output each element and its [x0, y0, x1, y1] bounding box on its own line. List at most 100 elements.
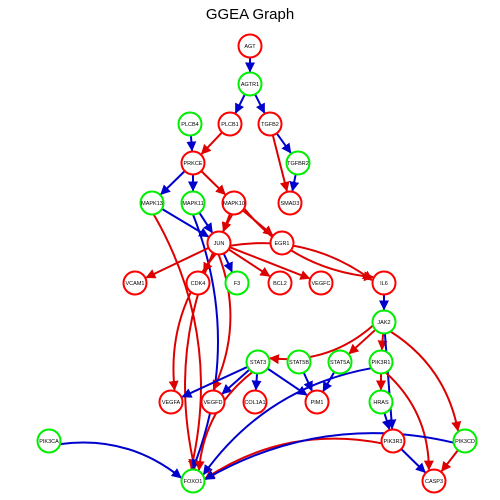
node-agt: AGT [237, 33, 263, 59]
node-f3-label: F3 [234, 281, 240, 287]
node-pik3r1: PIK3R1 [368, 349, 394, 375]
node-il6-label: IL6 [380, 281, 388, 287]
node-hras-circle [368, 389, 394, 415]
node-tgfbr2-label: TGFBR2 [287, 161, 309, 167]
node-plcb4: PLCB4 [177, 111, 203, 137]
node-smad3: SMAD3 [277, 190, 303, 216]
node-hras: HRAS [368, 389, 394, 415]
edge-tgfb2-to-tgfbr2 [275, 132, 292, 154]
node-f3: F3 [224, 270, 250, 296]
node-cdk4-circle [185, 270, 211, 296]
node-prkce: PRKCE [180, 150, 206, 176]
node-egr1-circle [269, 230, 295, 256]
node-casp3-label: CASP3 [425, 479, 443, 485]
node-pik3r1-label: PIK3R1 [372, 360, 391, 366]
node-smad3-circle [277, 190, 303, 216]
node-mapk11: MAPK11 [180, 190, 206, 216]
node-egr1: EGR1 [269, 230, 295, 256]
node-casp3-circle [421, 468, 447, 494]
edge-jak2-to-pik3r1 [377, 333, 388, 351]
node-pik3ca-circle [36, 428, 62, 454]
node-tgfb2: TGFB2 [257, 111, 283, 137]
node-stat3-circle [245, 349, 271, 375]
node-mapk13-label: MAPK13 [141, 201, 163, 207]
node-plcb1: PLCB1 [217, 111, 243, 137]
node-pim1: PIM1 [304, 389, 330, 415]
node-foxo1-label: FOXO1 [184, 479, 203, 485]
node-f3-circle [224, 270, 250, 296]
node-bcl2-circle [267, 270, 293, 296]
edge-stat5a-to-pim1 [322, 371, 336, 393]
node-pik3cd: PIK3CD [452, 428, 478, 454]
node-jun-circle [206, 230, 232, 256]
node-stat5a-label: STAT5A [330, 360, 350, 366]
edge-mapk11-to-jun [198, 212, 214, 234]
node-mapk11-label: MAPK11 [182, 201, 203, 207]
node-pik3r3-circle [380, 428, 406, 454]
edge-plcb4-to-prkce [186, 135, 197, 152]
edge-jun-to-vcam1 [145, 246, 210, 279]
node-mapk10: MAPK10 [221, 190, 247, 216]
edge-pik3ca-to-foxo1 [59, 441, 182, 479]
edge-pik3r3-to-foxo1 [204, 437, 382, 480]
node-plcb1-circle [217, 111, 243, 137]
edge-prkce-to-mapk10 [200, 170, 226, 196]
edge-stat3-to-vegfd [221, 368, 251, 395]
edge-jun-to-vegfc [229, 246, 311, 280]
edge-jak2-to-stat5a [348, 328, 377, 355]
node-vegfd-label: VEGFD [204, 400, 223, 406]
node-bcl2-label: BCL2 [273, 281, 287, 287]
node-tgfb2-label: TGFB2 [261, 122, 279, 128]
edge-plcb1-to-prkce [200, 131, 223, 155]
edge-tgfbr2-to-smad3 [289, 174, 300, 192]
node-tgfbr2: TGFBR2 [285, 150, 311, 176]
node-pik3r3-label: PIK3R3 [384, 439, 403, 445]
edge-stat3-to-pim1 [266, 367, 308, 396]
edge-tgfb2-to-smad3 [271, 134, 290, 192]
node-plcb4-label: PLCB4 [181, 122, 198, 128]
node-mapk10-circle [221, 190, 247, 216]
node-pik3cd-circle [452, 428, 478, 454]
node-plcb4-circle [177, 111, 203, 137]
node-vegfd: VEGFD [200, 389, 226, 415]
edge-hras-to-pik3r3 [381, 412, 392, 431]
node-col1a1-label: COL1A1 [244, 400, 265, 406]
node-stat5a-circle [327, 349, 353, 375]
node-mapk13-circle [139, 190, 165, 216]
node-vcam1: VCAM1 [122, 270, 148, 296]
node-vegfc-circle [308, 270, 334, 296]
node-pik3cd-label: PIK3CD [455, 439, 475, 445]
node-stat5b: STAT5B [286, 349, 312, 375]
node-stat5a: STAT5A [327, 349, 353, 375]
edge-agtr1-to-tgfb2 [254, 93, 266, 114]
node-agt-circle [237, 33, 263, 59]
node-agtr1-label: AGTR1 [241, 82, 259, 88]
node-cdk4-label: CDK4 [191, 281, 206, 287]
node-vegfd-circle [200, 389, 226, 415]
edge-prkce-to-mapk13 [160, 170, 186, 196]
node-tgfb2-circle [257, 111, 283, 137]
node-il6-circle [371, 270, 397, 296]
node-tgfbr2-circle [285, 150, 311, 176]
node-jak2-label: JAK2 [377, 320, 390, 326]
node-pik3ca: PIK3CA [36, 428, 62, 454]
node-vegfa-label: VEGFA [162, 400, 181, 406]
edge-mapk13-to-foxo1 [152, 213, 202, 470]
node-prkce-label: PRKCE [184, 161, 203, 167]
node-smad3-label: SMAD3 [281, 201, 300, 207]
node-jak2: JAK2 [371, 309, 397, 335]
node-stat5b-circle [286, 349, 312, 375]
node-jak2-circle [371, 309, 397, 335]
node-pim1-label: PIM1 [311, 400, 324, 406]
edge-stat3-to-foxo1 [194, 371, 254, 471]
node-casp3: CASP3 [421, 468, 447, 494]
node-col1a1: COL1A1 [242, 389, 268, 415]
edge-jun-to-vegfa [168, 253, 217, 391]
edge-mapk11-to-foxo1 [191, 214, 219, 470]
edge-pik3cd-to-foxo1 [204, 432, 454, 481]
node-pik3r3: PIK3R3 [380, 428, 406, 454]
node-foxo1-circle [180, 468, 206, 494]
edge-jun-to-bcl2 [228, 248, 271, 277]
